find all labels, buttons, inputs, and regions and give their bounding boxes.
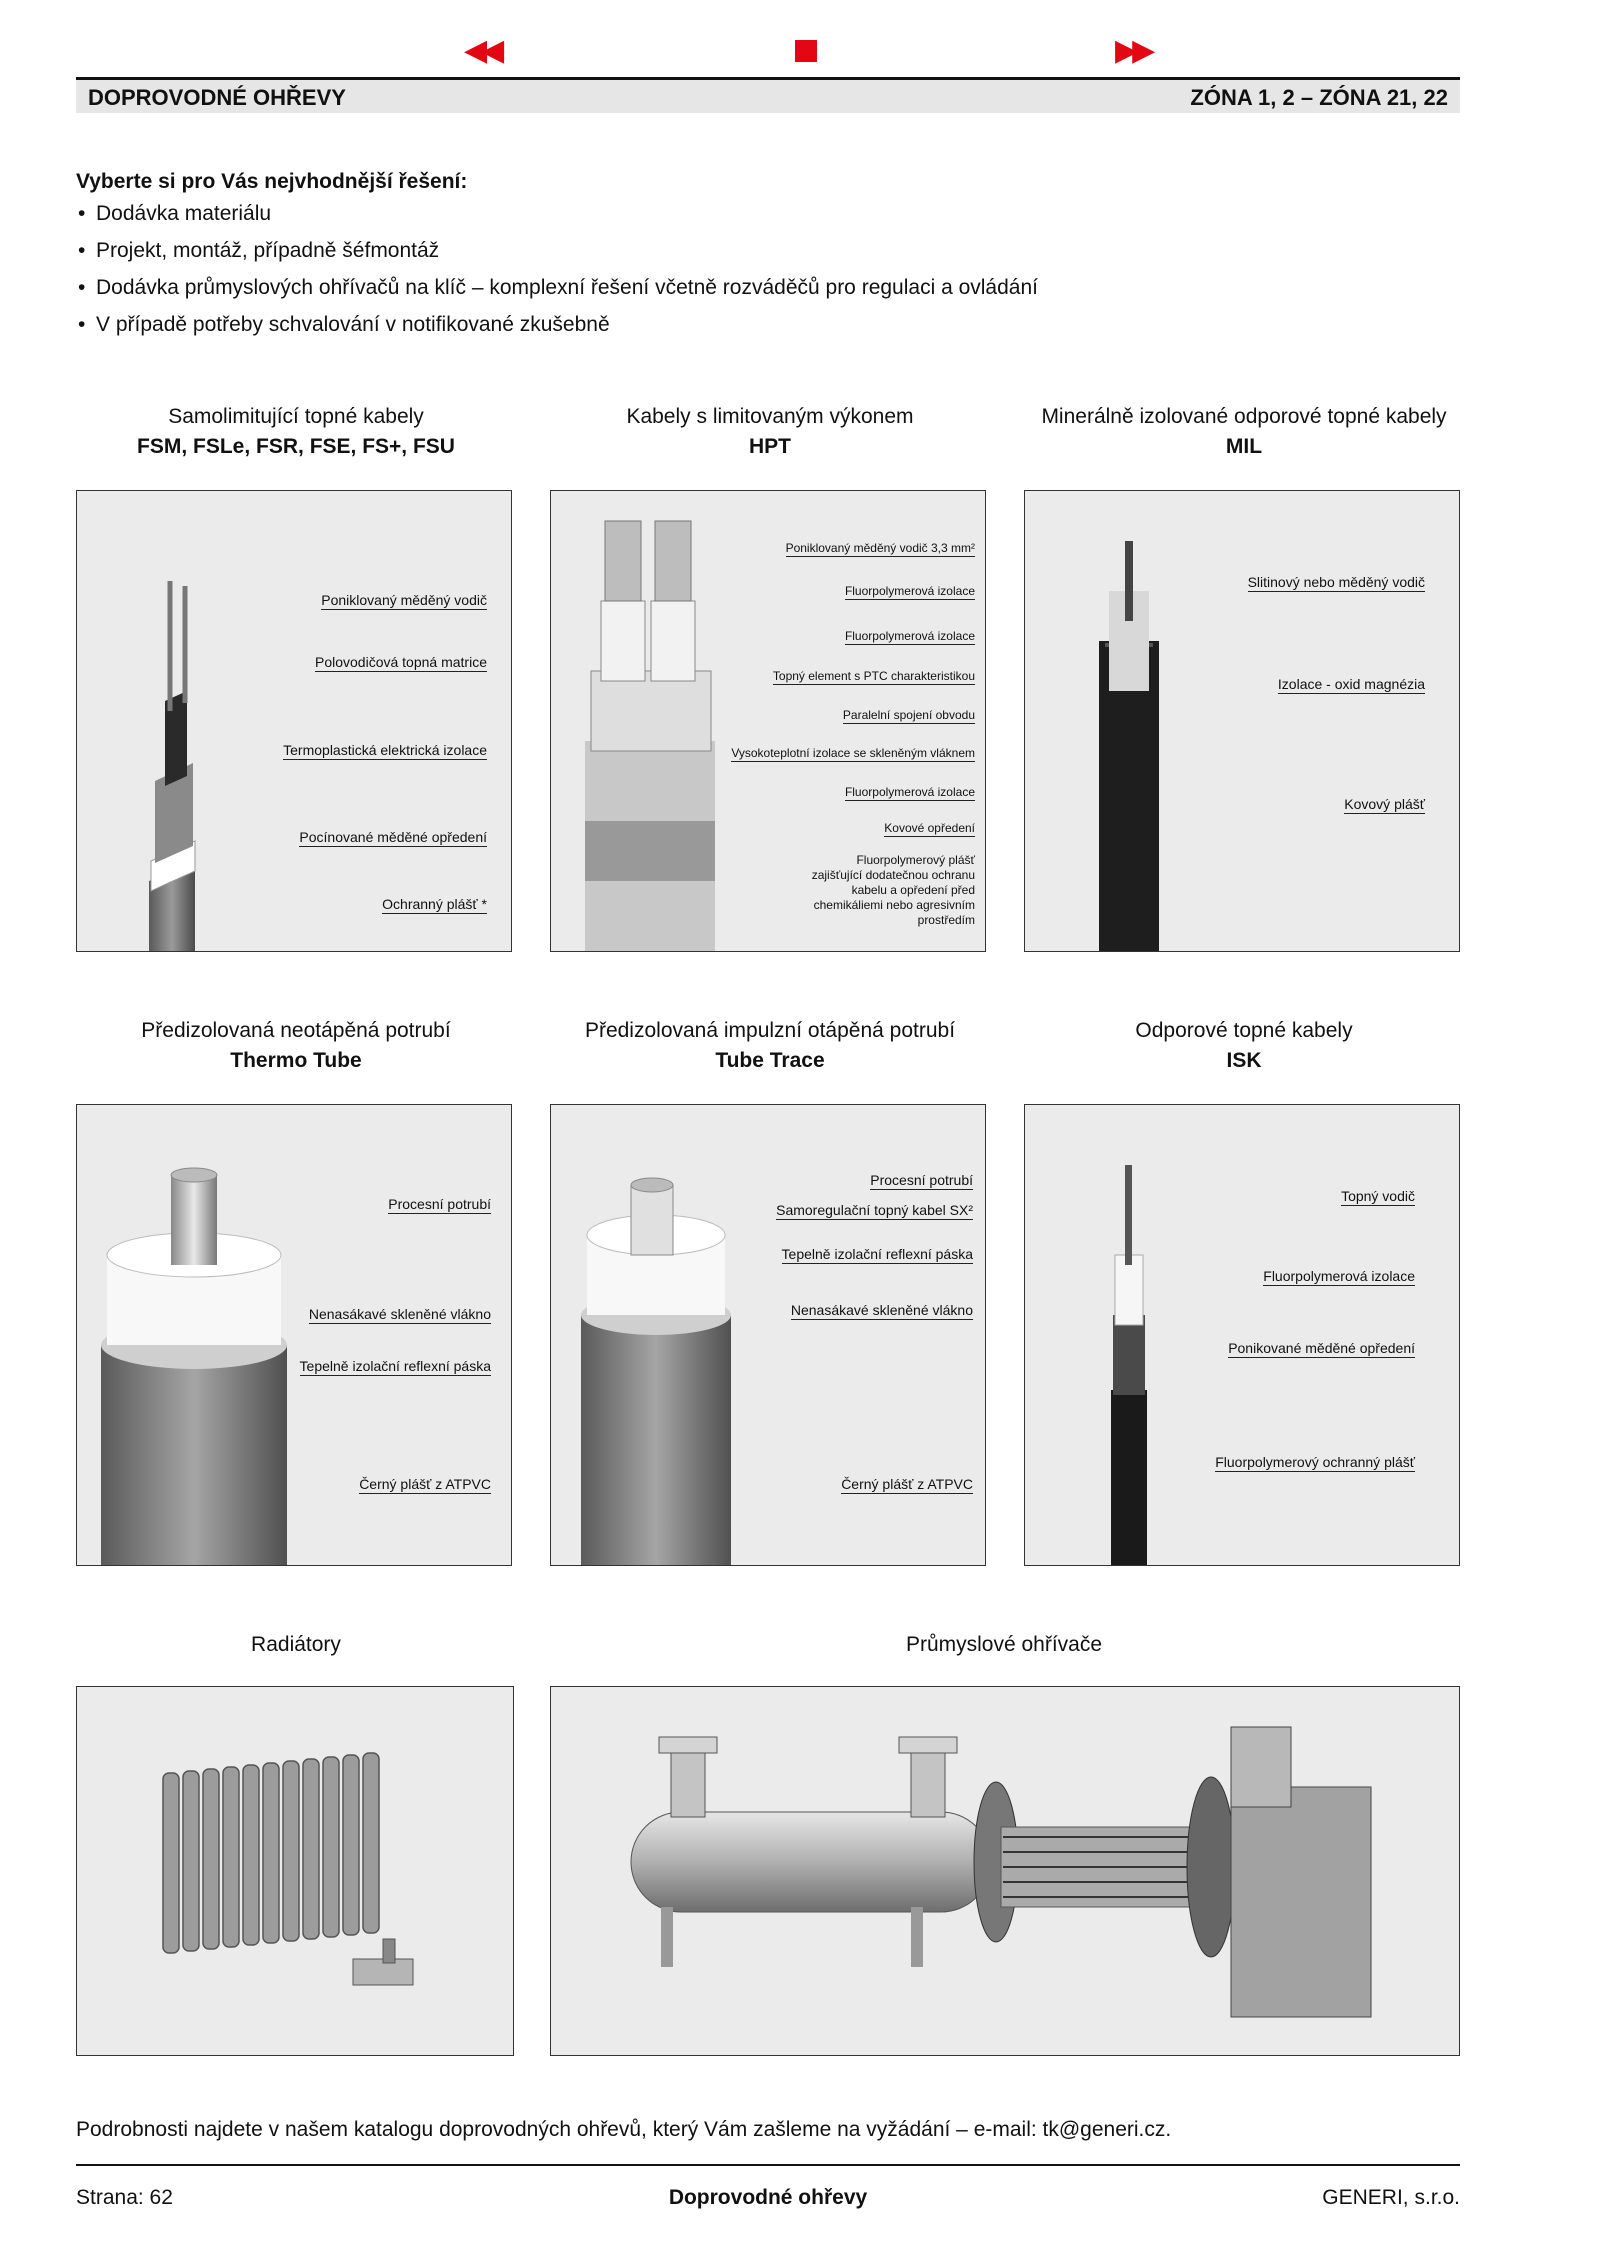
pipe-part-label: Procesní potrubí (870, 1172, 973, 1190)
previous-page-icon[interactable]: ◀◀ (464, 34, 504, 67)
product-image-mil: Slitinový nebo měděný vodič Izolace - ox… (1024, 490, 1460, 952)
isk-cable-illustration (1111, 1165, 1147, 1565)
pipe-part-label: Samoregulační topný kabel SX² (776, 1202, 973, 1220)
product-image-tube-trace: Procesní potrubí Samoregulační topný kab… (550, 1104, 986, 1566)
industrial-heater-illustration (630, 1726, 1372, 2018)
cable-part-label: Vysokoteplotní izolace se skleněným vlák… (731, 746, 975, 762)
cable-part-label: Fluorpolymerová izolace (844, 584, 975, 600)
cable-part-label: Ochranný plášť * (382, 896, 487, 914)
cable-part-label: Pocínované měděné opředení (299, 829, 487, 847)
product-subtitle: FSM, FSLe, FSR, FSE, FS+, FSU (137, 435, 455, 458)
stop-icon[interactable] (795, 40, 817, 62)
product-caption: Kabely s limitovaným výkonem HPT (550, 402, 990, 462)
product-caption: Odporové topné kabely ISK (1024, 1016, 1464, 1076)
product-image-fsm: Poniklovaný měděný vodič Polovodičová to… (76, 490, 512, 952)
product-image-industrial-heaters (550, 1686, 1460, 2056)
tube-trace-illustration (581, 1177, 731, 1565)
zone-title: ZÓNA 1, 2 – ZÓNA 21, 22 (1190, 85, 1448, 110)
hpt-cable-illustration (585, 520, 715, 951)
cable-part-label: Izolace - oxid magnézia (1277, 676, 1425, 694)
list-item: Dodávka průmyslových ohřívačů na klíč – … (76, 276, 1038, 300)
pipe-part-label: Tepelně izolační reflexní páska (781, 1246, 973, 1264)
product-title: Předizolovaná impulzní otápěná potrubí (584, 1019, 956, 1042)
cable-part-label: Fluorpolymerová izolace (844, 629, 975, 645)
section-header: DOPROVODNÉ OHŘEVY ZÓNA 1, 2 – ZÓNA 21, 2… (76, 77, 1460, 113)
catalog-note: Podrobnosti najdete v našem katalogu dop… (76, 2118, 1172, 2141)
product-caption: Předizolovaná impulzní otápěná potrubí T… (550, 1016, 990, 1076)
mil-cable-illustration (1099, 541, 1159, 951)
pipe-part-label: Černý plášť z ATPVC (841, 1476, 973, 1494)
thermo-tube-illustration (101, 1167, 287, 1565)
intro: Vyberte si pro Vás nejvhodnější řešení: … (76, 170, 1038, 350)
product-image-thermo-tube: Procesní potrubí Nenasákavé skleněné vlá… (76, 1104, 512, 1566)
footer-divider (76, 2164, 1460, 2166)
cable-part-label: Kovové opředení (884, 821, 975, 837)
product-title: Kabely s limitovaným výkonem (626, 405, 914, 428)
pipe-part-label: Procesní potrubí (388, 1196, 491, 1214)
product-caption: Minerálně izolované odporové topné kabel… (1024, 402, 1464, 462)
product-title: Samolimitující topné kabely (168, 405, 424, 428)
section-title: DOPROVODNÉ OHŘEVY (88, 85, 346, 110)
cable-part-label: Topný element s PTC charakteristikou (772, 669, 975, 685)
cable-part-label: Topný vodič (1341, 1188, 1415, 1206)
pipe-part-label: Nenasákavé skleněné vlákno (308, 1306, 491, 1324)
product-subtitle: HPT (749, 435, 791, 458)
page-number: Strana: 62 (76, 2186, 173, 2209)
list-item: V případě potřeby schvalování v notifiko… (76, 313, 1038, 337)
list-item: Dodávka materiálu (76, 202, 1038, 226)
product-title: Radiátory (251, 1633, 341, 1656)
product-caption: Radiátory (76, 1630, 516, 1660)
footer-section-title: Doprovodné ohřevy (668, 2186, 868, 2209)
cable-part-label: Poniklovaný měděný vodič (321, 592, 487, 610)
fsm-cable-illustration (149, 581, 196, 951)
cable-part-label: Polovodičová topná matrice (315, 654, 487, 672)
radiator-illustration (162, 1752, 414, 1986)
product-title: Předizolovaná neotápěná potrubí (141, 1019, 451, 1042)
product-subtitle: Tube Trace (715, 1049, 825, 1072)
pipe-part-label: Tepelně izolační reflexní páska (299, 1358, 491, 1376)
product-image-radiators (76, 1686, 514, 2056)
product-image-hpt: Poniklovaný měděný vodič 3,3 mm² Fluorpo… (550, 490, 986, 952)
product-image-isk: Topný vodič Fluorpolymerová izolace Poni… (1024, 1104, 1460, 1566)
company-name: GENERI, s.r.o. (1322, 2186, 1460, 2209)
product-subtitle: Thermo Tube (230, 1049, 362, 1072)
product-caption: Průmyslové ohřívače (784, 1630, 1224, 1660)
next-page-icon[interactable]: ▶▶ (1115, 34, 1155, 67)
list-item: Projekt, montáž, případně šéfmontáž (76, 239, 1038, 263)
intro-title: Vyberte si pro Vás nejvhodnější řešení: (76, 170, 468, 193)
cable-part-label: Poniklovaný měděný vodič 3,3 mm² (785, 541, 975, 557)
cable-part-label: Termoplastická elektrická izolace (283, 742, 487, 760)
cable-part-label: Fluorpolymerová izolace (1263, 1268, 1415, 1286)
cable-part-label: Fluorpolymerová izolace (844, 785, 975, 801)
cable-part-label: Ponikované měděné opředení (1228, 1340, 1415, 1358)
cable-part-label: Paralelní spojení obvodu (842, 708, 975, 724)
product-title: Minerálně izolované odporové topné kabel… (1041, 405, 1447, 428)
cable-part-label: Kovový plášť (1344, 796, 1425, 814)
product-title: Odporové topné kabely (1135, 1019, 1353, 1042)
product-subtitle: ISK (1226, 1049, 1262, 1072)
product-title: Průmyslové ohřívače (905, 1633, 1103, 1656)
pipe-part-label: Nenasákavé skleněné vlákno (790, 1302, 973, 1320)
product-caption: Předizolovaná neotápěná potrubí Thermo T… (76, 1016, 516, 1076)
cable-part-label: Fluorpolymerový ochranný plášť (1215, 1454, 1415, 1472)
pipe-part-label: Černý plášť z ATPVC (359, 1476, 491, 1494)
cable-part-label: Fluorpolymerový plášť zajišťující dodate… (811, 853, 975, 927)
product-caption: Samolimitující topné kabely FSM, FSLe, F… (76, 402, 516, 462)
cable-part-label: Slitinový nebo měděný vodič (1247, 574, 1425, 592)
product-subtitle: MIL (1225, 435, 1263, 458)
intro-list: Dodávka materiálu Projekt, montáž, přípa… (76, 202, 1038, 337)
